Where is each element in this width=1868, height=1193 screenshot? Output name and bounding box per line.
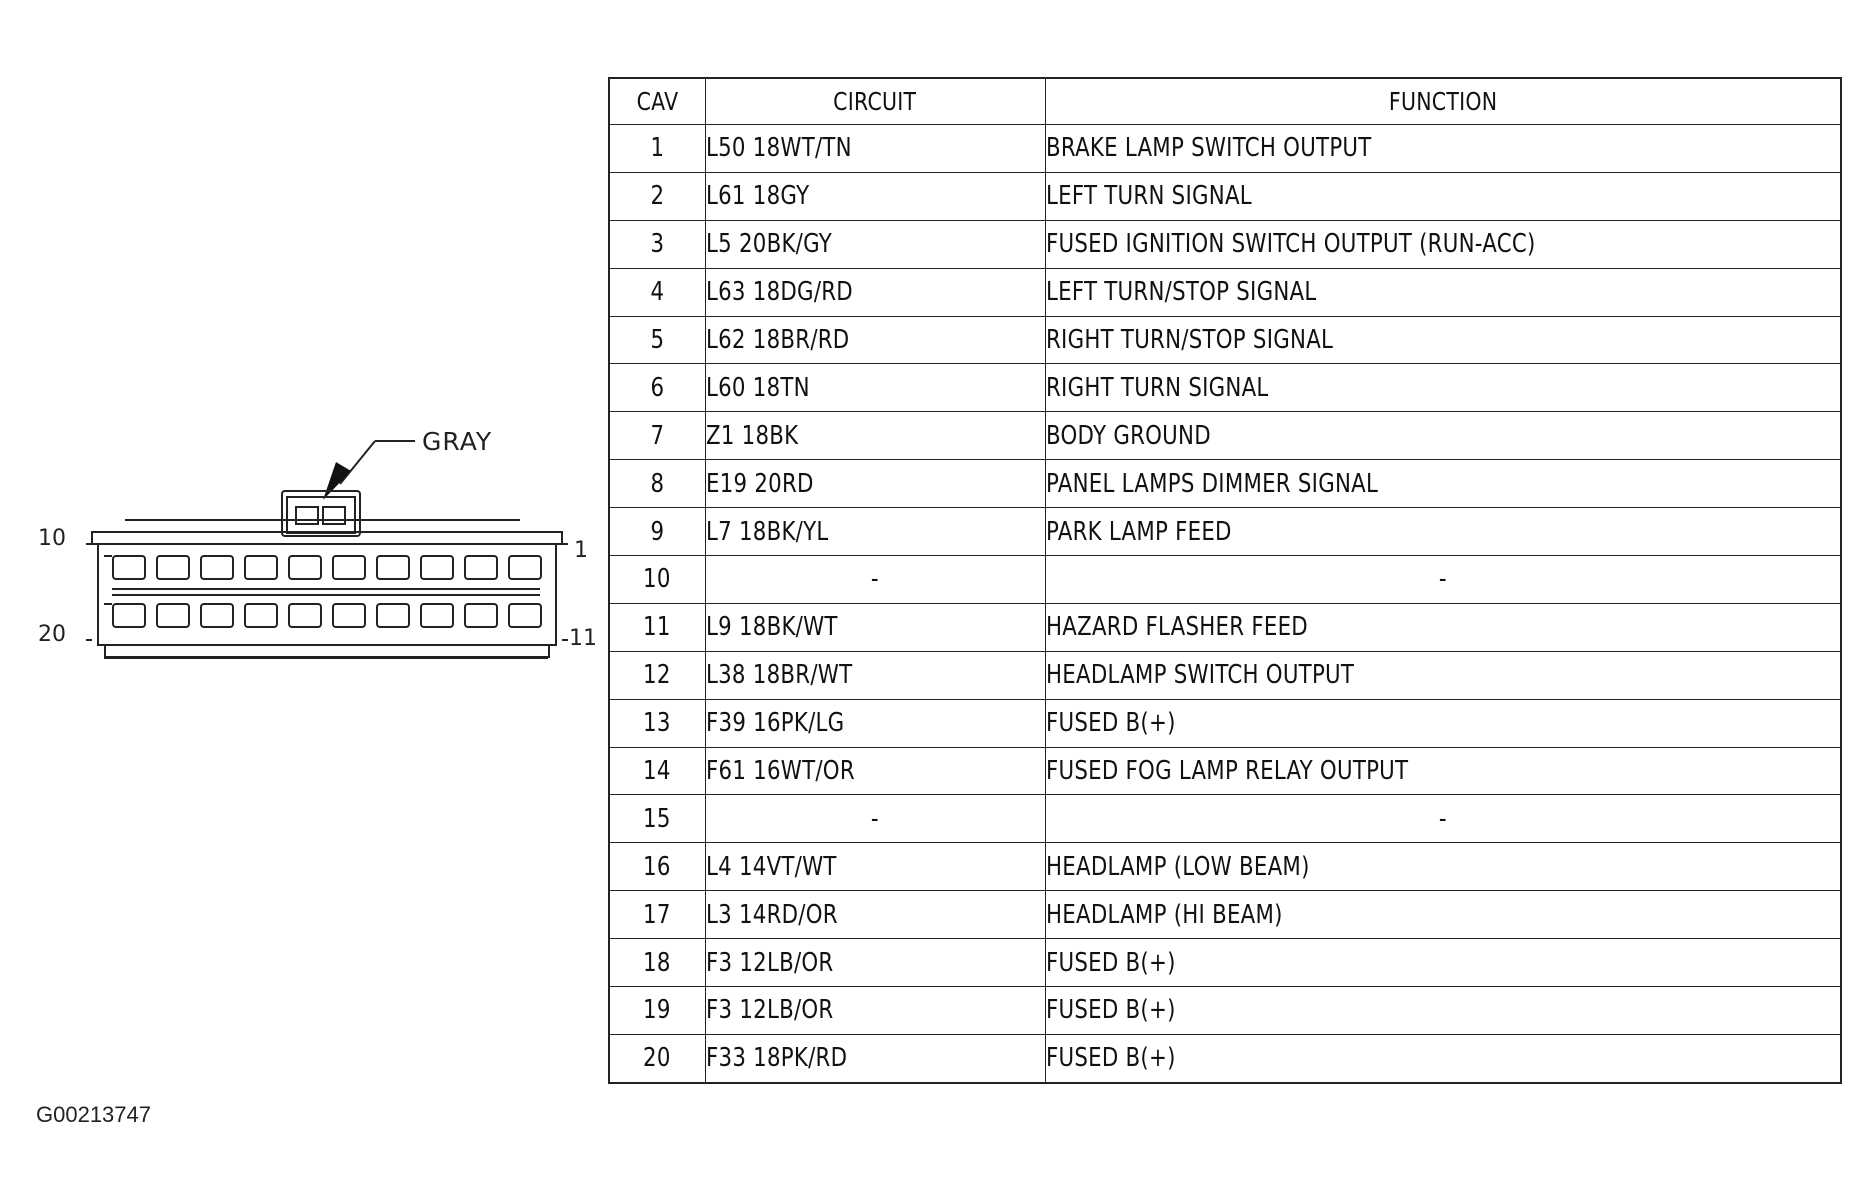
- callout-arrow-line: [339, 440, 376, 485]
- function-cell: LEFT TURN SIGNAL: [1044, 171, 1842, 221]
- function-cell: BRAKE LAMP SWITCH OUTPUT: [1044, 124, 1842, 173]
- function-cell: RIGHT TURN SIGNAL: [1044, 363, 1842, 413]
- circuit-cell: L7 18BK/YL: [704, 507, 1046, 557]
- cav-cell: 17: [608, 890, 706, 940]
- function-cell: -: [1044, 794, 1842, 844]
- function-cell: FUSED B(+): [1044, 1033, 1842, 1084]
- function-cell: HAZARD FLASHER FEED: [1044, 602, 1842, 652]
- function-cell: FUSED B(+): [1044, 698, 1842, 748]
- header-cav: CAV: [608, 77, 706, 125]
- cav-cell: 19: [608, 986, 706, 1035]
- pin-label-1: 1: [574, 538, 588, 563]
- cav-cell: 12: [608, 650, 706, 700]
- circuit-cell: F39 16PK/LG: [704, 698, 1046, 748]
- function-cell: FUSED IGNITION SWITCH OUTPUT (RUN-ACC): [1044, 219, 1842, 269]
- circuit-cell: -: [704, 794, 1046, 844]
- circuit-cell: L3 14RD/OR: [704, 890, 1046, 940]
- function-cell: RIGHT TURN/STOP SIGNAL: [1044, 315, 1842, 365]
- cav-cell: 9: [608, 507, 706, 557]
- connector-diagram: GRAY: [38, 427, 597, 659]
- cav-cell: 8: [608, 459, 706, 509]
- cav-cell: 18: [608, 938, 706, 988]
- cav-cell: 7: [608, 411, 706, 461]
- function-cell: FUSED B(+): [1044, 938, 1842, 988]
- circuit-cell: F33 18PK/RD: [704, 1033, 1046, 1084]
- connector-body: [86, 519, 568, 659]
- circuit-cell: Z1 18BK: [704, 411, 1046, 461]
- circuit-cell: F3 12LB/OR: [704, 986, 1046, 1035]
- cav-cell: 20: [608, 1033, 706, 1084]
- header-function: FUNCTION: [1044, 77, 1842, 125]
- function-cell: FUSED B(+): [1044, 986, 1842, 1035]
- cavities-bottom-row: [112, 603, 542, 628]
- circuit-cell: L60 18TN: [704, 363, 1046, 413]
- circuit-cell: L4 14VT/WT: [704, 842, 1046, 892]
- table-row: 10--: [608, 555, 1842, 604]
- cavities-top-row: [112, 555, 542, 580]
- circuit-cell: L5 20BK/GY: [704, 219, 1046, 269]
- pin-label-11: 11: [569, 626, 597, 651]
- function-cell: PARK LAMP FEED: [1044, 507, 1842, 557]
- cav-cell: 14: [608, 746, 706, 796]
- circuit-cell: L62 18BR/RD: [704, 315, 1046, 365]
- connector-color-label: GRAY: [422, 427, 492, 456]
- locking-tab: [281, 490, 361, 537]
- figure-id: G00213747: [36, 1102, 151, 1127]
- table-row: 15--: [608, 794, 1842, 844]
- function-cell: HEADLAMP (LOW BEAM): [1044, 842, 1842, 892]
- circuit-cell: F3 12LB/OR: [704, 938, 1046, 988]
- circuit-cell: -: [704, 555, 1046, 604]
- cav-cell: 10: [608, 555, 706, 604]
- cav-cell: 6: [608, 363, 706, 413]
- cav-cell: 16: [608, 842, 706, 892]
- function-cell: FUSED FOG LAMP RELAY OUTPUT: [1044, 746, 1842, 796]
- header-circuit: CIRCUIT: [704, 77, 1046, 125]
- cav-cell: 11: [608, 602, 706, 652]
- cav-cell: 1: [608, 124, 706, 173]
- circuit-cell: L61 18GY: [704, 171, 1046, 221]
- pin-label-20: 20: [38, 622, 66, 647]
- cav-cell: 15: [608, 794, 706, 844]
- circuit-cell: E19 20RD: [704, 459, 1046, 509]
- cav-cell: 13: [608, 698, 706, 748]
- circuit-cell: L38 18BR/WT: [704, 650, 1046, 700]
- circuit-cell: L63 18DG/RD: [704, 267, 1046, 317]
- circuit-cell: L9 18BK/WT: [704, 602, 1046, 652]
- function-cell: HEADLAMP SWITCH OUTPUT: [1044, 650, 1842, 700]
- function-cell: LEFT TURN/STOP SIGNAL: [1044, 267, 1842, 317]
- function-cell: -: [1044, 555, 1842, 604]
- pin-label-10: 10: [38, 526, 66, 551]
- circuit-cell: F61 16WT/OR: [704, 746, 1046, 796]
- function-cell: PANEL LAMPS DIMMER SIGNAL: [1044, 459, 1842, 509]
- callout-arrowhead: [323, 462, 351, 500]
- table-header-row: CAV CIRCUIT FUNCTION: [608, 77, 1842, 125]
- circuit-cell: L50 18WT/TN: [704, 124, 1046, 173]
- cav-cell: 4: [608, 267, 706, 317]
- color-callout: GRAY: [323, 427, 492, 500]
- cav-cell: 5: [608, 315, 706, 365]
- cav-cell: 2: [608, 171, 706, 221]
- cav-cell: 3: [608, 219, 706, 269]
- function-cell: HEADLAMP (HI BEAM): [1044, 890, 1842, 940]
- function-cell: BODY GROUND: [1044, 411, 1842, 461]
